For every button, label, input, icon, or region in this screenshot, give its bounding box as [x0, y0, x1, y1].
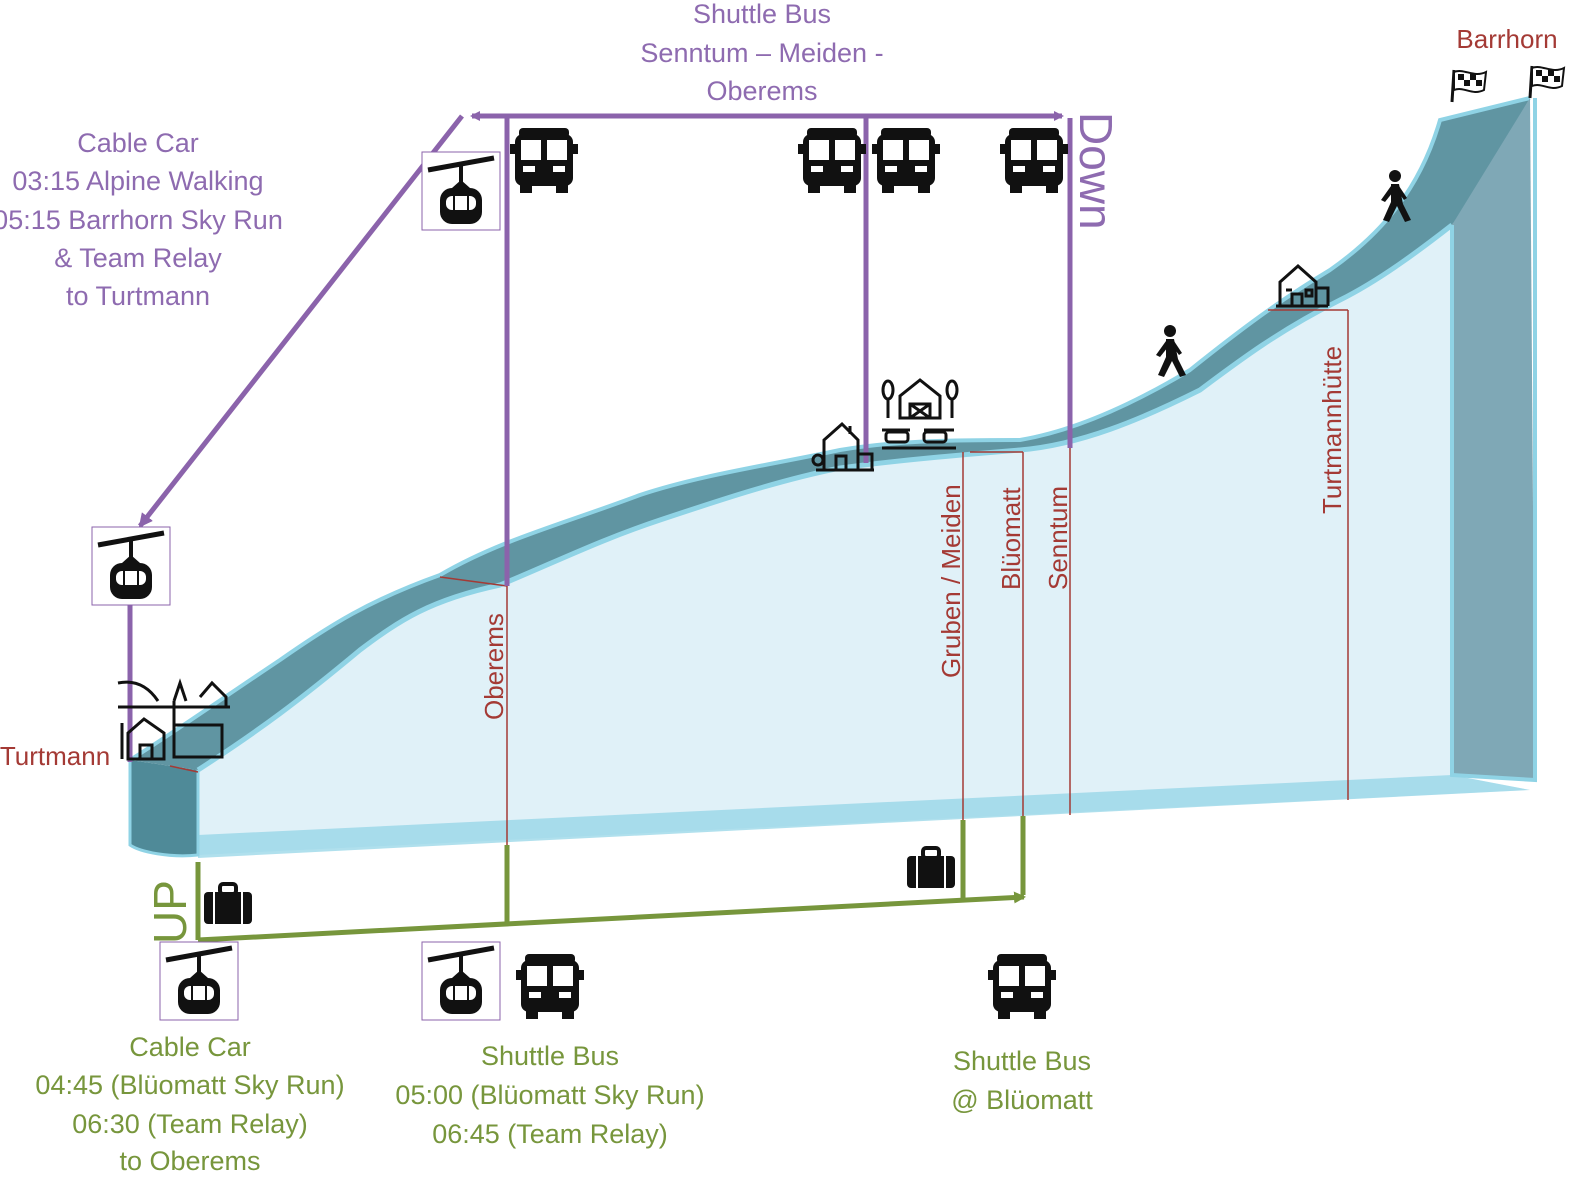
up-direction-label: UP	[144, 880, 196, 944]
cable-car-down-line-5: to Turtmann	[66, 281, 210, 311]
shuttle-down-heading: Shuttle Bus	[693, 0, 831, 29]
terrain-left-face	[130, 760, 198, 856]
place-markers	[169, 309, 1349, 845]
hut-icon	[1276, 263, 1330, 308]
up-route	[195, 816, 1026, 943]
place-label-turtmann: Turtmann	[0, 741, 110, 771]
down-direction-label: Down	[1070, 112, 1122, 230]
cable-car-up-line-3: 06:30 (Team Relay)	[72, 1109, 308, 1139]
cable-car-up-line-2: 04:45 (Blüomatt Sky Run)	[35, 1070, 344, 1100]
shuttle-up-line-2: 05:00 (Blüomatt Sky Run)	[395, 1080, 704, 1110]
cable-car-up-line-4: to Oberems	[119, 1146, 260, 1176]
cable-car-down-line-4: & Team Relay	[54, 243, 222, 273]
terrain-slope-surface	[130, 98, 1530, 770]
hiker-icon	[1156, 325, 1186, 377]
terrain-base	[198, 775, 1530, 858]
place-label-turtmannhuette: Turtmannhütte	[1317, 346, 1347, 514]
finish-flag-icon	[1450, 68, 1488, 104]
cable-car-up-line-1: Cable Car	[129, 1032, 251, 1062]
bus-icon	[516, 954, 584, 1019]
terrain-right-face	[1452, 98, 1535, 780]
farm-icon	[881, 378, 959, 450]
shuttle-up-line-1: Shuttle Bus	[481, 1041, 619, 1071]
place-label-barrhorn: Barrhorn	[1456, 24, 1557, 54]
down-route	[127, 111, 1073, 762]
bus-icon	[1000, 128, 1068, 193]
cable-car-down-line-3: 05:15 Barrhorn Sky Run	[0, 205, 283, 235]
shuttle-up-label: Shuttle Bus 05:00 (Blüomatt Sky Run) 06:…	[395, 1041, 704, 1149]
place-label-oberems: Oberems	[479, 613, 509, 720]
village-icon	[117, 678, 230, 761]
luggage-icon	[202, 882, 254, 926]
place-label-bluomatt: Blüomatt	[996, 487, 1026, 590]
shuttle-down-line-1: Senntum – Meiden -	[640, 38, 883, 68]
shuttle-down-line-2: Oberems	[706, 76, 817, 106]
place-label-gruben-meiden: Gruben / Meiden	[936, 484, 966, 678]
bus-icon	[988, 954, 1056, 1019]
place-label-senntum: Senntum	[1043, 486, 1073, 590]
finish-flag-icon	[1528, 64, 1566, 100]
shuttle-up-line-3: 06:45 (Team Relay)	[432, 1119, 668, 1149]
shuttle-bluomatt-line-1: Shuttle Bus	[953, 1046, 1091, 1076]
shuttle-bluomatt-label: Shuttle Bus @ Blüomatt	[951, 1046, 1093, 1115]
terrain-fill	[198, 225, 1530, 855]
bus-icon	[798, 128, 866, 193]
shuttle-bluomatt-line-2: @ Blüomatt	[951, 1085, 1093, 1115]
cable-car-icon	[422, 152, 500, 230]
bus-icon	[510, 128, 578, 193]
cable-car-down-label: Cable Car 03:15 Alpine Walking 05:15 Bar…	[0, 128, 283, 311]
luggage-icon	[905, 846, 957, 890]
cable-car-icon	[92, 527, 170, 605]
cable-car-down-line-1: Cable Car	[77, 128, 199, 158]
house-icon	[811, 421, 874, 472]
bus-icon	[872, 128, 940, 193]
shuttle-down-label: Shuttle Bus Senntum – Meiden - Oberems	[640, 0, 883, 106]
cable-car-icon	[160, 942, 238, 1020]
cable-car-icon	[422, 942, 500, 1020]
cable-car-up-label: Cable Car 04:45 (Blüomatt Sky Run) 06:30…	[35, 1032, 344, 1176]
cable-car-down-line-2: 03:15 Alpine Walking	[12, 166, 263, 196]
